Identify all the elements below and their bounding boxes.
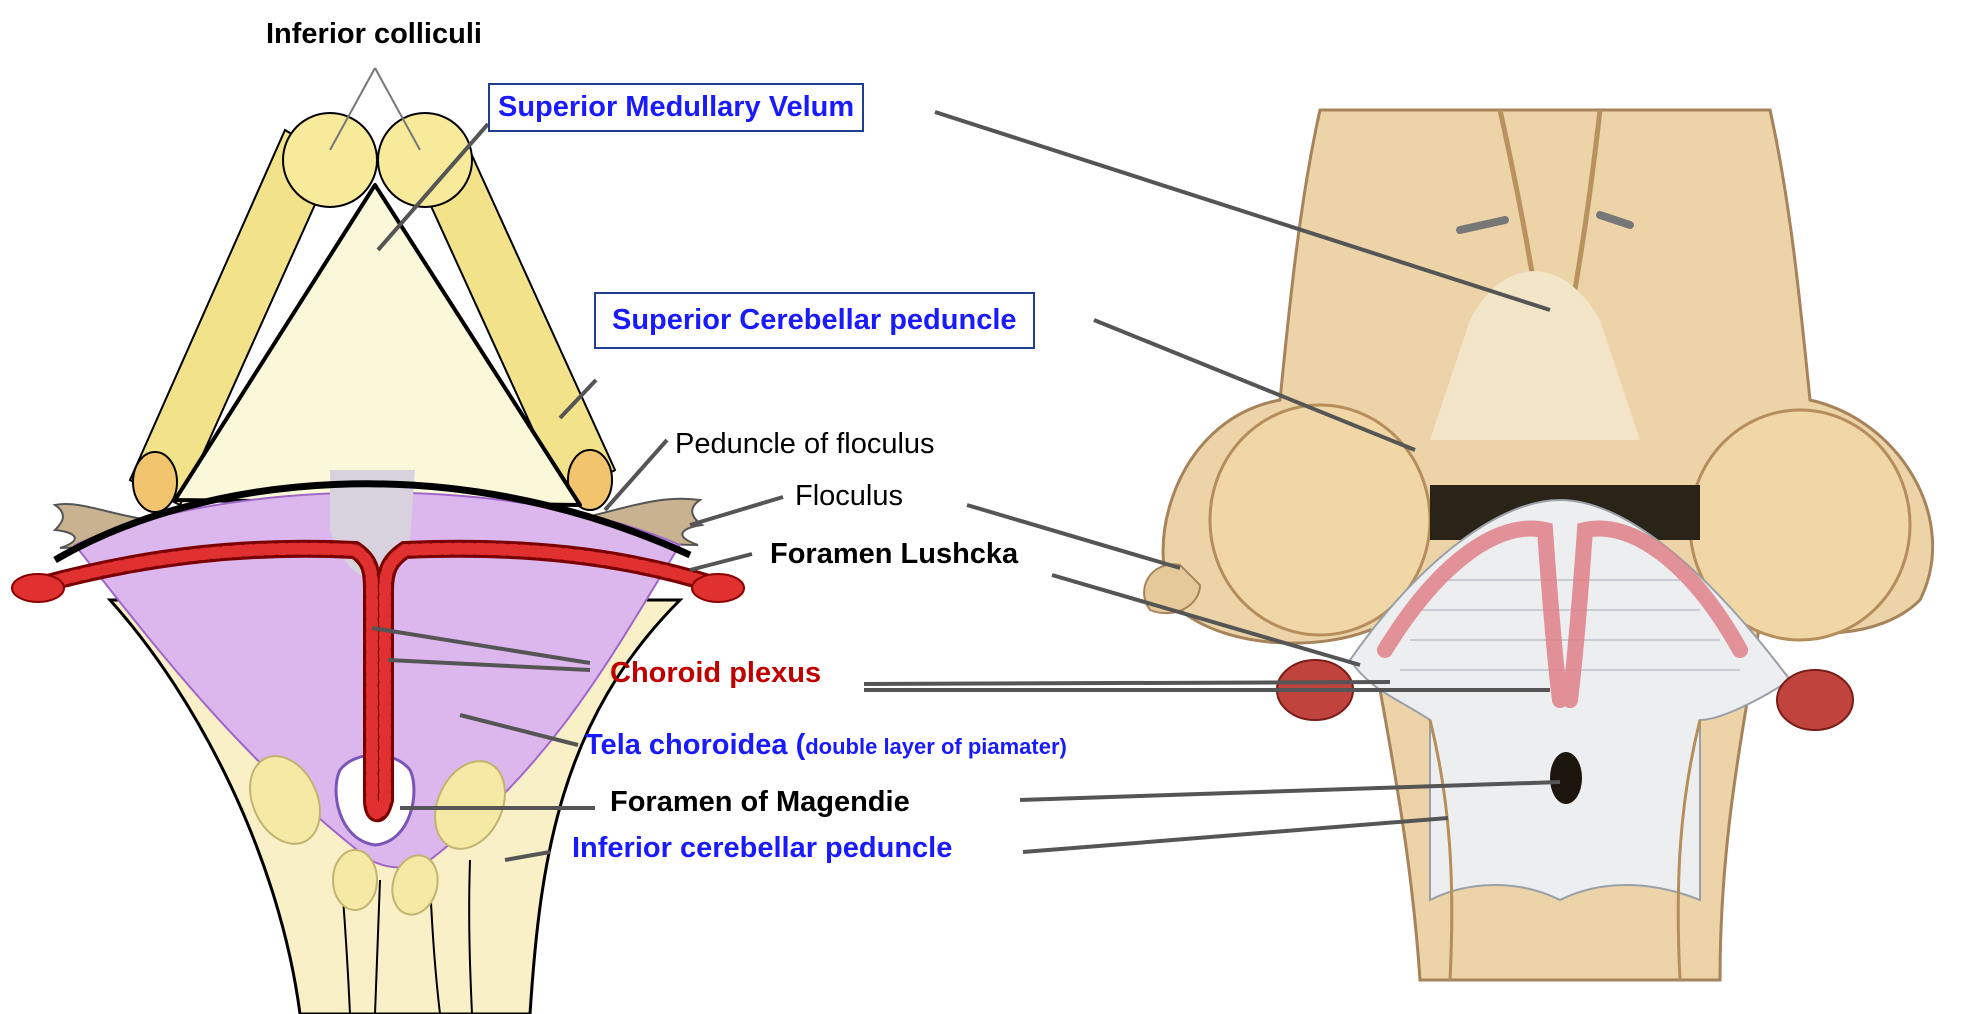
left-peduncle-cut-end — [132, 451, 178, 513]
schematic-diagram — [11, 67, 745, 1014]
label-peduncle-of-floculus: Peduncle of floculus — [675, 428, 935, 460]
label-tela-choroidea: Tela choroidea (double layer of piamater… — [585, 729, 1067, 762]
choroid-plexus-drawing — [1377, 520, 1748, 708]
cerebellar-border-line — [53, 480, 692, 564]
label-foramen-lushcka: Foramen Lushcka — [770, 538, 1019, 570]
velum-pale-area — [1430, 271, 1640, 440]
foramen-of-magendie-drawing — [1550, 752, 1582, 804]
trochlear-nerve-right — [1596, 211, 1634, 229]
right-peduncle-cut-end — [567, 449, 613, 511]
label-inferior-cerebellar-peduncle: Inferior cerebellar peduncle — [572, 832, 953, 864]
inferior-cerebellar-peduncle-contour — [1428, 719, 1454, 981]
label-choroid-plexus: Choroid plexus — [610, 657, 822, 689]
inferior-colliculi-leader — [329, 67, 421, 151]
trochlear-nerve-left — [1456, 216, 1509, 234]
anatomical-drawing — [1143, 108, 1935, 982]
right-choroid-tuft — [1776, 669, 1854, 731]
label-superior-medullary-velum: Superior Medullary Velum — [488, 83, 865, 133]
label-floculus: Floculus — [795, 480, 903, 512]
leader-lines — [371, 110, 1561, 862]
choroid-plexus-schematic — [11, 539, 745, 823]
right-inferior-colliculus — [377, 112, 473, 208]
label-superior-cerebellar-peduncle: Superior Cerebellar peduncle — [594, 292, 1035, 350]
label-tela-choroidea-main: Tela choroidea ( — [585, 729, 806, 761]
label-foramen-of-magendie: Foramen of Magendie — [610, 786, 910, 818]
left-floculus-drawing — [1143, 563, 1202, 615]
left-inferior-colliculus — [282, 112, 378, 208]
label-tela-choroidea-note: double layer of piamater) — [805, 734, 1067, 759]
inferior-cerebellar-peduncle-contour-right — [1676, 719, 1702, 981]
inferior-cerebellar-peduncle-schematic — [249, 755, 506, 916]
label-inferior-colliculi: Inferior colliculi — [266, 18, 482, 50]
